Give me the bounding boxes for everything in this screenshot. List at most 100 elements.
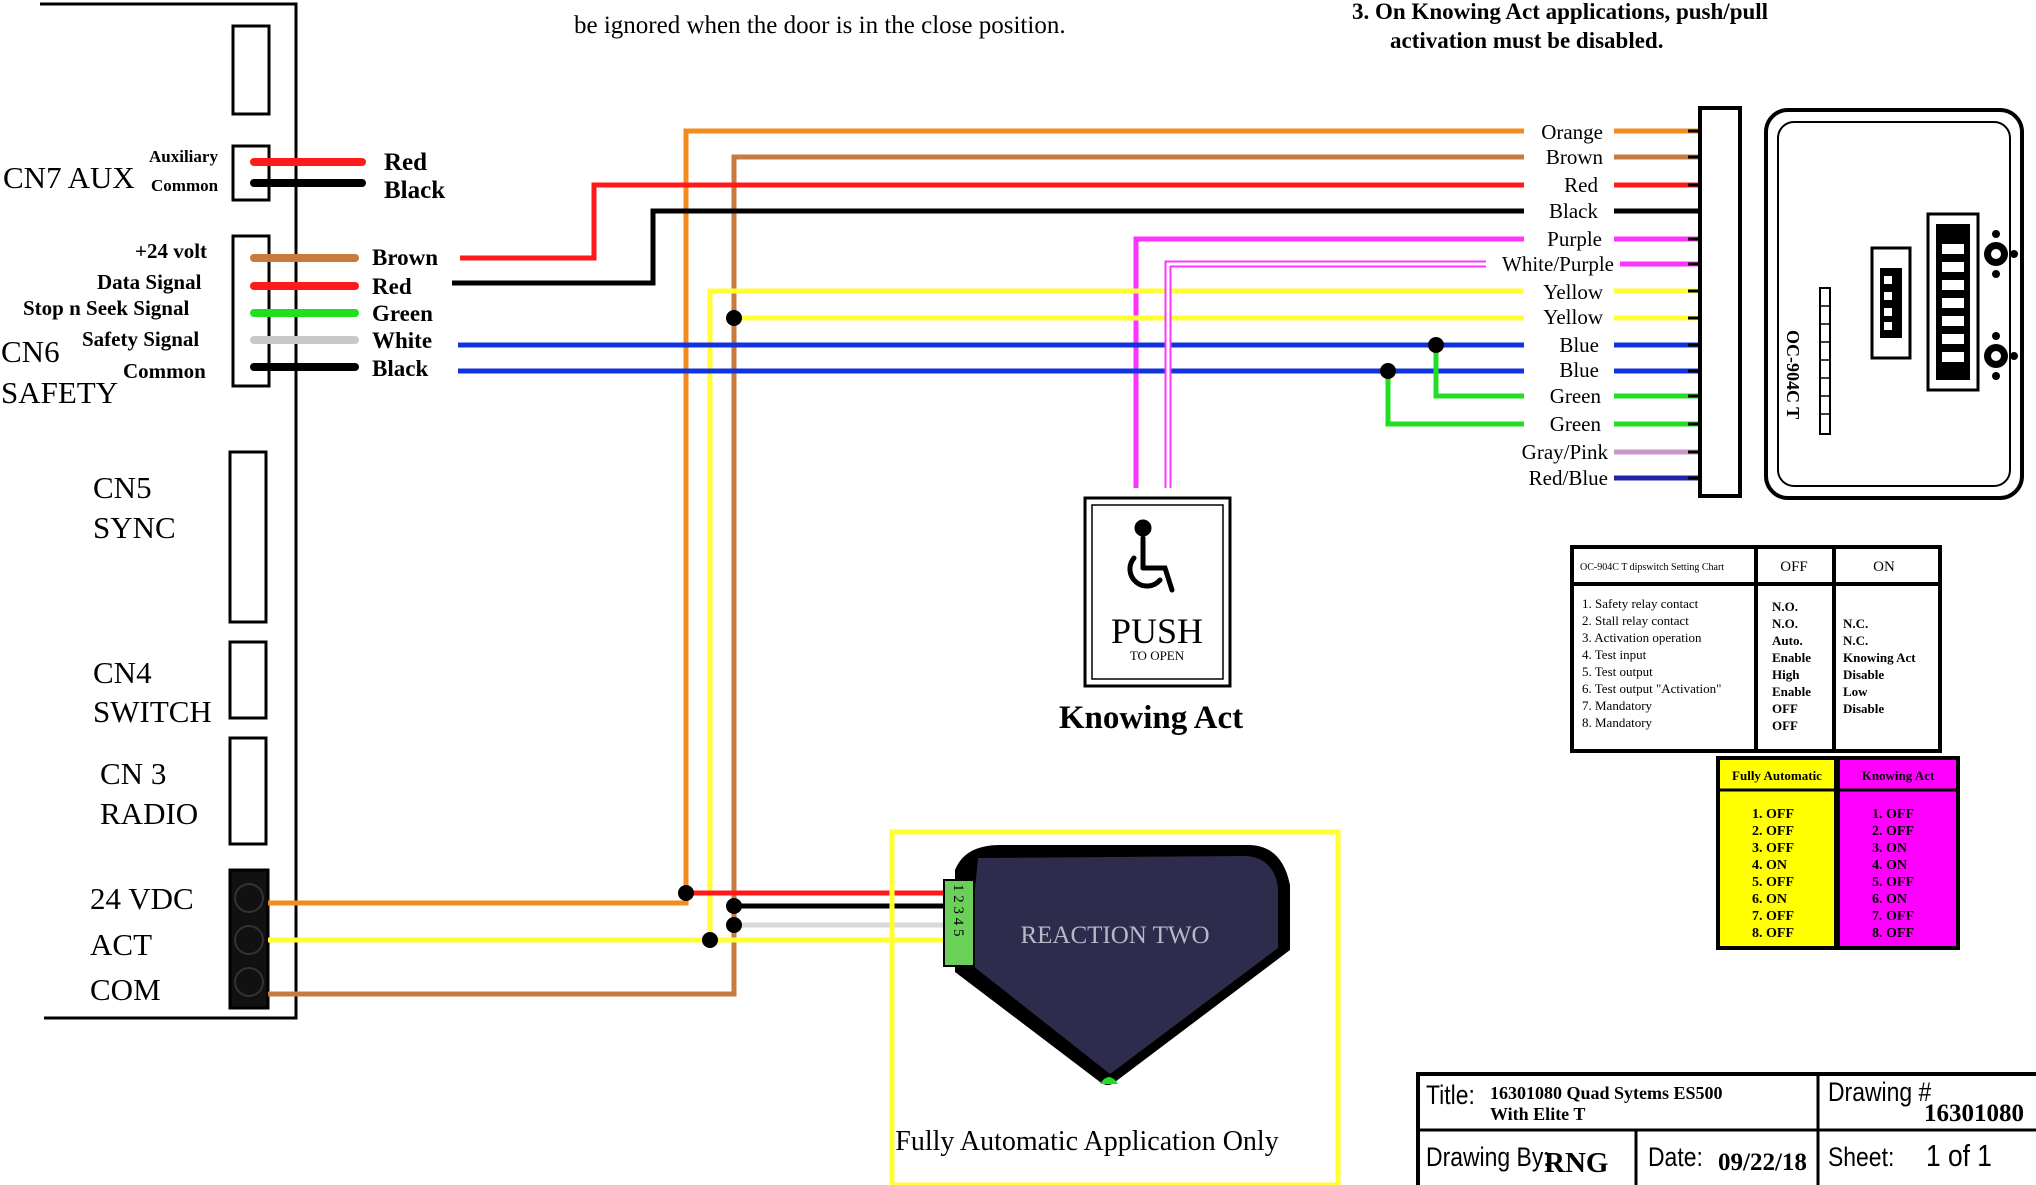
chart-off-5: High [1772, 667, 1800, 682]
sensor-terminal-block [1698, 106, 1742, 498]
svg-text:5. OFF: 5. OFF [1752, 875, 1794, 890]
cn4-switch-label: SWITCH [93, 694, 212, 729]
sensor-model-label: OC-904C T [1783, 330, 1803, 419]
svg-text:7. OFF: 7. OFF [1752, 909, 1794, 924]
note-3-line-2: activation must be disabled. [1390, 28, 1663, 53]
sensor-wire-stubs [1614, 128, 1700, 427]
reaction-terminal-block [943, 879, 975, 967]
wire-label-purple: Purple [1547, 227, 1602, 251]
svg-text:8. OFF: 8. OFF [1872, 926, 1914, 941]
wire-label-brown: Brown [1546, 145, 1604, 169]
knowing-act-header: Knowing Act [1862, 768, 1935, 783]
wire-label-gray-pink: Gray/Pink [1522, 440, 1609, 464]
sensor-oc904ct: OC-904C T [1688, 106, 2024, 500]
chart-off-8: OFF [1772, 718, 1798, 733]
chart-off-6: Enable [1772, 684, 1811, 699]
title-value-1: 16301080 Quad Sytems ES500 [1490, 1083, 1723, 1103]
chart-off-2: N.O. [1772, 616, 1798, 631]
chart-title: OC-904C T dipswitch Setting Chart [1580, 562, 1724, 573]
cn6-pin-stop-seek: Stop n Seek Signal [23, 296, 189, 320]
drawn-by: RNG [1544, 1147, 1608, 1179]
svg-text:1. OFF: 1. OFF [1872, 807, 1914, 822]
gear-icon [1984, 332, 2018, 380]
cn6-wire-red-label: Red [372, 274, 412, 299]
wire-label-red-blue: Red/Blue [1529, 466, 1608, 490]
wire-label-black: Black [1549, 199, 1598, 223]
cn7-label: CN7 AUX [3, 160, 135, 195]
wire-label-blue-2: Blue [1559, 358, 1599, 382]
push-button-knowing-act: PUSH TO OPEN [1083, 496, 1232, 688]
chart-row-5: 5. Test output [1582, 664, 1653, 679]
power-24vdc-label: 24 VDC [90, 881, 194, 916]
title-block: Title: 16301080 Quad Sytems ES500 With E… [1416, 1072, 2036, 1185]
chart-on-6: Disable [1843, 701, 1884, 716]
connector-cn5 [228, 450, 268, 624]
fully-automatic-header: Fully Automatic [1732, 768, 1822, 783]
cn6-pin-common: Common [123, 359, 206, 383]
cn6-wire-black-label: Black [372, 356, 428, 381]
cn7-pin-common: Common [151, 176, 219, 195]
svg-text:2. OFF: 2. OFF [1872, 824, 1914, 839]
svg-text:4. ON: 4. ON [1872, 858, 1907, 873]
sensor-wire-labels: Orange Brown Red Black Purple White/Purp… [1502, 120, 1614, 490]
cn6-safety-label: SAFETY [1, 375, 118, 410]
chart-off-1: N.O. [1772, 599, 1798, 614]
wheelchair-icon [1127, 519, 1175, 593]
knowing-act-caption: Knowing Act [1059, 700, 1243, 736]
knowing-act-settings: Knowing Act 1. OFF 2. OFF 3. ON 4. ON 5.… [1836, 756, 1960, 950]
cn7-wire-black-label: Black [384, 177, 445, 204]
fully-automatic-caption: Fully Automatic Application Only [895, 1126, 1278, 1157]
wiring-runs [268, 128, 1700, 997]
connector-cn4 [228, 640, 268, 720]
chart-row-3: 3. Activation operation [1582, 630, 1702, 645]
connector-top [231, 24, 271, 116]
reaction-two-sensor: REACTION TWO 1 2 3 4 5 [943, 845, 1290, 1085]
wire-label-yellow-2: Yellow [1543, 305, 1604, 329]
chart-on-5: Low [1843, 684, 1868, 699]
cn4-label: CN4 [93, 655, 152, 690]
power-act-label: ACT [90, 927, 152, 962]
chart-off-7: OFF [1772, 701, 1798, 716]
svg-text:3. OFF: 3. OFF [1752, 841, 1794, 856]
svg-text:6. ON: 6. ON [1752, 892, 1787, 907]
wire-label-orange: Orange [1541, 120, 1603, 144]
cn6-wire-white-label: White [372, 328, 432, 353]
led-indicator [1100, 1077, 1118, 1084]
gear-icon [1984, 230, 2018, 278]
date-label: Date: [1648, 1142, 1703, 1172]
svg-text:4. ON: 4. ON [1752, 858, 1787, 873]
date-value: 09/22/18 [1718, 1149, 1807, 1176]
svg-text:2. OFF: 2. OFF [1752, 824, 1794, 839]
chart-off-3: Auto. [1772, 633, 1803, 648]
push-subtext: TO OPEN [1130, 648, 1185, 663]
connector-cn3 [228, 736, 268, 846]
title-value-2: With Elite T [1490, 1104, 1585, 1124]
cn6-pin-24v: +24 volt [135, 239, 207, 263]
sheet-label: Sheet: [1828, 1142, 1894, 1172]
svg-text:8. OFF: 8. OFF [1752, 926, 1794, 941]
svg-text:6. ON: 6. ON [1872, 892, 1907, 907]
note-fragment: be ignored when the door is in the close… [574, 12, 1066, 39]
chart-on-4: Disable [1843, 667, 1884, 682]
wire-label-yellow-1: Yellow [1543, 280, 1604, 304]
cn6-label: CN6 [1, 334, 60, 369]
drawing-no: 16301080 [1924, 1100, 2024, 1127]
reaction-two-label: REACTION TWO [1020, 922, 1209, 949]
fully-automatic-box [889, 829, 1341, 1185]
wire-label-green-2: Green [1550, 412, 1602, 436]
cn3-radio-label: RADIO [100, 796, 198, 831]
cn3-label: CN 3 [100, 756, 166, 791]
chart-off-4: Enable [1772, 650, 1811, 665]
wire-label-green-1: Green [1550, 384, 1602, 408]
chart-on-1: N.C. [1843, 616, 1868, 631]
cn6-wire-green-label: Green [372, 301, 433, 326]
junction-dots [678, 310, 1444, 948]
cn7-wire-red-label: Red [384, 149, 427, 176]
chart-off-header: OFF [1780, 559, 1808, 575]
chart-row-4: 4. Test input [1582, 647, 1647, 662]
cn5-sync-label: SYNC [93, 510, 176, 545]
power-com-label: COM [90, 972, 161, 1007]
wire-label-red: Red [1564, 173, 1598, 197]
chart-row-6: 6. Test output "Activation" [1582, 681, 1721, 696]
